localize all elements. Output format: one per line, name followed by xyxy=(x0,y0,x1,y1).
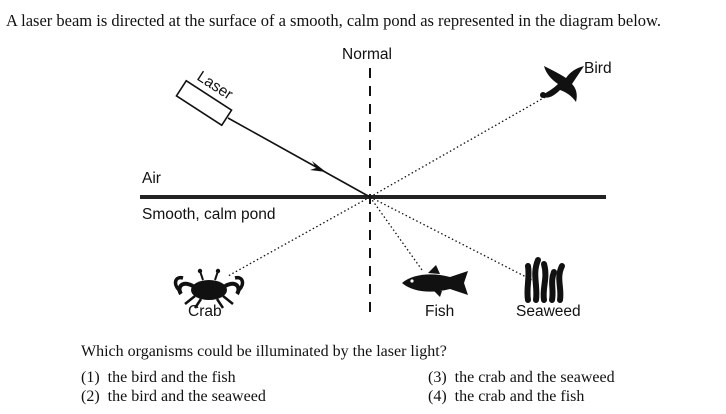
seaweed-icon xyxy=(524,257,565,303)
choice-3-text: the crab and the seaweed xyxy=(454,369,615,386)
pond-label: Smooth, calm pond xyxy=(142,206,276,223)
fish-icon xyxy=(402,265,468,297)
choice-3-number: (3) xyxy=(428,369,447,386)
choice-4-number: (4) xyxy=(428,388,447,405)
intro-text: A laser beam is directed at the surface … xyxy=(6,11,662,30)
choice-1-number: (1) xyxy=(81,369,100,386)
fish-label: Fish xyxy=(425,303,454,320)
ray-to-seaweed xyxy=(369,196,533,281)
crab-label: Crab xyxy=(188,303,222,320)
bird-icon xyxy=(540,66,584,102)
choice-2-text: the bird and the seaweed xyxy=(107,388,266,405)
ray-to-bird xyxy=(369,95,548,198)
choice-4-text: the crab and the fish xyxy=(454,388,585,405)
choice-1-text: the bird and the fish xyxy=(107,369,236,386)
bird-label: Bird xyxy=(584,60,612,77)
choice-2-number: (2) xyxy=(81,388,100,405)
crab-icon xyxy=(173,268,245,309)
seaweed-label: Seaweed xyxy=(516,303,581,320)
choice-4[interactable]: (4) the crab and the fish xyxy=(428,388,584,406)
question-prompt: Which organisms could be illuminated by … xyxy=(81,343,447,360)
laser-device-icon xyxy=(175,79,233,127)
ray-to-fish xyxy=(369,196,423,271)
air-label: Air xyxy=(142,170,161,187)
beam-arrowhead xyxy=(310,161,326,172)
choice-2[interactable]: (2) the bird and the seaweed xyxy=(81,388,266,406)
choice-1[interactable]: (1) the bird and the fish xyxy=(81,369,236,387)
choice-3[interactable]: (3) the crab and the seaweed xyxy=(428,369,615,387)
ray-to-crab xyxy=(227,196,371,277)
laser-beam xyxy=(227,117,371,198)
normal-label: Normal xyxy=(342,46,392,63)
